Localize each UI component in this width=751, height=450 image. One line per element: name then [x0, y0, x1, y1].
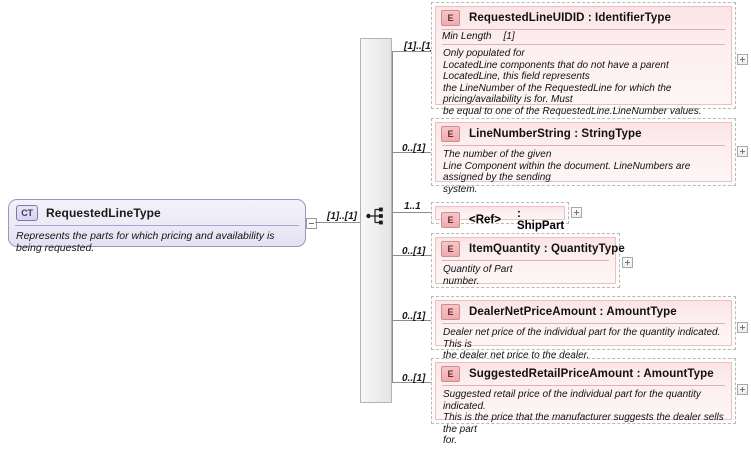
complex-type-badge-icon: CT — [16, 204, 38, 221]
element-ref-label: <Ref> — [469, 214, 501, 226]
sequence-icon — [366, 207, 383, 225]
cardinality-element-2: 0..[1] — [402, 143, 426, 154]
cardinality-element-3: 1..1 — [404, 201, 421, 212]
element-inner-linenumberstring: E LineNumberString : StringType The numb… — [435, 122, 732, 195]
complex-type-header: CT RequestedLineType — [9, 200, 305, 225]
cardinality-element-6: 0..[1] — [402, 373, 426, 384]
element-header-suggestedretailpriceamount: E SuggestedRetailPriceAmount : AmountTyp… — [436, 363, 731, 385]
element-badge-icon: E — [441, 126, 460, 142]
facet-name: Min Length — [442, 31, 492, 42]
connector-branch-2 — [392, 152, 432, 153]
complex-type-box[interactable]: CT RequestedLineType Represents the part… — [8, 199, 306, 254]
element-documentation-requestedlineuidid: Only populated for LocatedLine component… — [443, 48, 702, 117]
expand-button-shippart-ref[interactable] — [571, 207, 582, 218]
connector-branch-4 — [392, 255, 432, 256]
element-divider — [442, 260, 609, 261]
element-header-shippart-ref: E <Ref> : ShipPart — [436, 207, 564, 235]
element-documentation-itemquantity: Quantity of Part number. — [443, 264, 513, 287]
element-name-itemquantity: ItemQuantity : QuantityType — [469, 243, 625, 255]
expand-button-dealernetpriceamount[interactable] — [737, 322, 748, 333]
element-header-itemquantity: E ItemQuantity : QuantityType — [436, 238, 625, 260]
complex-type-documentation: Represents the parts for which pricing a… — [16, 230, 275, 254]
connector-branch-3 — [392, 212, 432, 213]
element-name-dealernetpriceamount: DealerNetPriceAmount : AmountType — [469, 306, 677, 318]
expand-button-itemquantity[interactable] — [622, 257, 633, 268]
element-inner-shippart-ref: E <Ref> : ShipPart — [435, 206, 565, 232]
expand-button-suggestedretailpriceamount[interactable] — [737, 384, 748, 395]
element-documentation-dealernetpriceamount: Dealer net price of the individual part … — [443, 327, 721, 361]
element-inner-itemquantity: E ItemQuantity : QuantityType Quantity o… — [435, 237, 625, 287]
cardinality-complex-type: [1]..[1] — [327, 211, 357, 222]
connector-line-ct-to-sequence — [315, 222, 360, 223]
element-inner-dealernetpriceamount: E DealerNetPriceAmount : AmountType Deal… — [435, 300, 732, 361]
element-divider — [442, 323, 725, 324]
element-box-shippart-ref[interactable]: E <Ref> : ShipPart — [431, 202, 569, 232]
element-documentation-linenumberstring: The number of the given Line Component w… — [443, 149, 691, 195]
connector-trunk-vertical — [392, 51, 393, 382]
expand-button-requestedlineuidid[interactable] — [737, 54, 748, 65]
element-documentation-suggestedretailpriceamount: Suggested retail price of the individual… — [443, 389, 724, 446]
element-inner-suggestedretailpriceamount: E SuggestedRetailPriceAmount : AmountTyp… — [435, 362, 732, 446]
element-box-requestedlineuidid[interactable]: E RequestedLineUIDID : IdentifierType Mi… — [431, 2, 736, 117]
element-divider — [442, 29, 725, 30]
element-box-suggestedretailpriceamount[interactable]: E SuggestedRetailPriceAmount : AmountTyp… — [431, 358, 736, 446]
element-badge-icon: E — [441, 304, 460, 320]
sequence-compositor-container[interactable] — [360, 38, 392, 403]
element-header-linenumberstring: E LineNumberString : StringType — [436, 123, 731, 145]
element-name-linenumberstring: LineNumberString : StringType — [469, 128, 642, 140]
element-badge-icon: E — [441, 241, 460, 257]
element-header-requestedlineuidid: E RequestedLineUIDID : IdentifierType — [436, 7, 731, 29]
connector-branch-5 — [392, 320, 432, 321]
complex-type-name: RequestedLineType — [46, 205, 161, 220]
connector-branch-1 — [392, 51, 432, 52]
element-badge-icon: E — [441, 212, 460, 228]
expand-button-linenumberstring[interactable] — [737, 146, 748, 157]
element-facet-min-length: Min Length [1] — [436, 30, 731, 44]
complex-type-collapse-toggle[interactable] — [306, 218, 317, 229]
element-box-dealernetpriceamount[interactable]: E DealerNetPriceAmount : AmountType Deal… — [431, 296, 736, 361]
element-divider-2 — [442, 44, 725, 45]
element-divider — [442, 385, 725, 386]
element-name-requestedlineuidid: RequestedLineUIDID : IdentifierType — [469, 12, 672, 24]
cardinality-element-5: 0..[1] — [402, 311, 426, 322]
element-header-dealernetpriceamount: E DealerNetPriceAmount : AmountType — [436, 301, 731, 323]
element-box-itemquantity[interactable]: E ItemQuantity : QuantityType Quantity o… — [431, 233, 625, 288]
cardinality-element-1: [1]..[1] — [404, 41, 434, 52]
element-name-suggestedretailpriceamount: SuggestedRetailPriceAmount : AmountType — [469, 368, 714, 380]
facet-value: [1] — [503, 31, 515, 42]
element-box-linenumberstring[interactable]: E LineNumberString : StringType The numb… — [431, 118, 736, 195]
element-badge-icon: E — [441, 366, 460, 382]
element-divider — [442, 145, 725, 146]
element-ref-type: : ShipPart — [516, 208, 565, 232]
complex-type-divider — [15, 225, 299, 226]
element-badge-icon: E — [441, 10, 460, 26]
cardinality-element-4: 0..[1] — [402, 246, 426, 257]
element-inner-requestedlineuidid: E RequestedLineUIDID : IdentifierType Mi… — [435, 6, 732, 117]
connector-branch-6 — [392, 382, 432, 383]
